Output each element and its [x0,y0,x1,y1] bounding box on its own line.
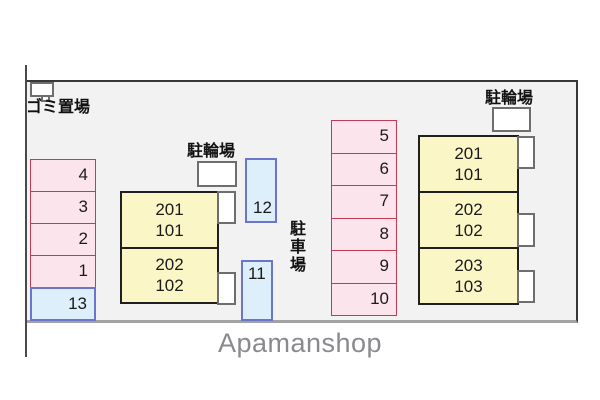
bike-parking-middle-label: 駐輪場 [187,143,236,160]
room-cell-202-102: 202 102 [122,246,217,303]
room-cell-202-102: 202 102 [420,191,517,247]
room-number-upper: 202 [155,255,184,275]
parking-spot-7: 7 [331,185,397,219]
bike-parking-middle-box [197,161,237,187]
room-number-upper: 201 [454,144,483,163]
garbage-area-label: ゴミ置場 [26,99,91,116]
map-left-boundary-line [25,65,27,357]
parking-spot-2: 2 [30,223,96,257]
parking-spot-6: 6 [331,153,397,186]
parking-spot-3: 3 [30,191,96,225]
room-number-upper: 201 [155,199,184,219]
spot-number: 10 [370,289,389,308]
parking-spot-8: 8 [331,218,397,251]
spot-number: 9 [379,256,389,275]
room-number-lower: 103 [454,277,483,296]
room-cell-203-103: 203 103 [420,247,517,303]
building-middle: 201 101 202 102 [120,191,219,304]
room-cell-201-101: 201 101 [420,137,517,191]
room-number-lower: 102 [155,276,184,296]
spot-number: 11 [248,264,266,283]
spot-number: 4 [78,165,88,184]
spot-number: 3 [78,197,88,216]
bike-parking-right-box [492,107,531,132]
spot-number: 2 [78,229,88,248]
brand-logo-text: Apamanshop [217,328,383,358]
spot-number: 6 [379,159,389,178]
spot-number: 8 [379,224,389,243]
room-number-upper: 203 [454,256,483,275]
spot-number: 7 [379,191,389,210]
spot-number: 12 [253,198,272,217]
parking-spot-13: 13 [30,287,96,321]
room-cell-201-101: 201 101 [122,193,217,247]
spot-number: 13 [68,294,87,313]
room-number-lower: 101 [454,165,483,184]
room-number-lower: 101 [155,220,184,240]
parking-lot-label: 駐車場 [289,221,306,274]
parking-spot-1: 1 [30,255,96,289]
parking-spot-10: 10 [331,283,397,316]
parking-spot-11: 11 [241,260,273,321]
room-number-upper: 202 [454,200,483,219]
spot-number: 1 [78,261,88,280]
building-right: 201 101 202 102 203 103 [418,135,519,305]
parking-spot-5: 5 [331,120,397,154]
garbage-bin-lid-icon [41,95,50,102]
building-annex-box [517,136,535,169]
parking-spot-9: 9 [331,250,397,284]
building-annex-box [217,272,236,305]
bike-parking-right-label: 駐輪場 [485,90,534,107]
building-annex-box [217,191,236,224]
parking-spot-12: 12 [245,158,277,223]
spot-number: 5 [379,126,389,145]
building-annex-box [517,270,535,303]
building-annex-box [517,213,535,247]
room-number-lower: 102 [454,221,483,240]
parking-spot-4: 4 [30,159,96,193]
